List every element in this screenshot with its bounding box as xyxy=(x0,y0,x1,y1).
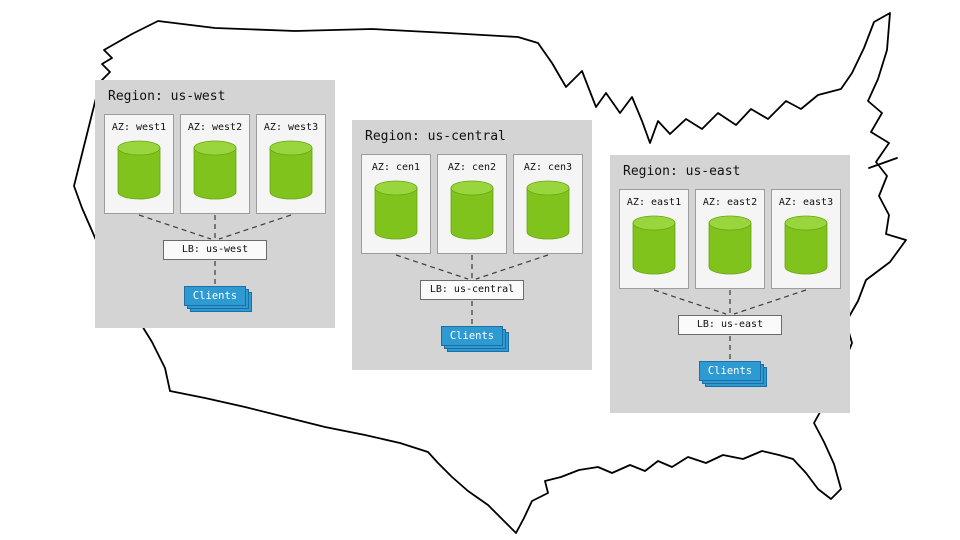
region-title: Region: us-west xyxy=(108,89,226,104)
az-label: AZ: west3 xyxy=(263,122,319,133)
database-cylinder-icon xyxy=(117,140,161,200)
clients-stack: Clients xyxy=(184,286,252,312)
az-box: AZ: cen3 xyxy=(513,154,583,254)
database-cylinder-icon xyxy=(450,180,494,240)
clients-box: Clients xyxy=(441,326,503,346)
load-balancer-box: LB: us-central xyxy=(420,280,524,300)
database-cylinder-icon xyxy=(269,140,313,200)
database-cylinder-icon xyxy=(784,215,828,275)
az-label: AZ: east1 xyxy=(626,197,682,208)
region-box-us-central: Region: us-central AZ: cen1 AZ: cen2 AZ:… xyxy=(352,120,592,370)
az-row: AZ: cen1 AZ: cen2 AZ: cen3 xyxy=(352,154,592,254)
az-box: AZ: cen2 xyxy=(437,154,507,254)
lb-connector-lines xyxy=(138,214,292,240)
region-box-us-west: Region: us-west AZ: west1 AZ: west2 AZ: … xyxy=(95,80,335,328)
az-box: AZ: west2 xyxy=(180,114,250,214)
database-cylinder-icon xyxy=(526,180,570,240)
az-box: AZ: east1 xyxy=(619,189,689,289)
az-box: AZ: west3 xyxy=(256,114,326,214)
az-row: AZ: east1 AZ: east2 AZ: east3 xyxy=(610,189,850,289)
clients-stack: Clients xyxy=(441,326,509,352)
clients-stack: Clients xyxy=(699,361,767,387)
az-label: AZ: west2 xyxy=(187,122,243,133)
az-label: AZ: cen2 xyxy=(447,162,497,173)
database-cylinder-icon xyxy=(632,215,676,275)
database-cylinder-icon xyxy=(374,180,418,240)
long-island-stroke xyxy=(868,157,898,169)
az-row: AZ: west1 AZ: west2 AZ: west3 xyxy=(95,114,335,214)
clients-box: Clients xyxy=(184,286,246,306)
az-box: AZ: cen1 xyxy=(361,154,431,254)
database-cylinder-icon xyxy=(193,140,237,200)
az-label: AZ: east3 xyxy=(778,197,834,208)
lb-connector-lines xyxy=(653,289,807,315)
clients-connector-line xyxy=(729,336,731,360)
region-box-us-east: Region: us-east AZ: east1 AZ: east2 AZ: … xyxy=(610,155,850,413)
clients-connector-line xyxy=(471,301,473,325)
az-label: AZ: west1 xyxy=(111,122,167,133)
az-box: AZ: east2 xyxy=(695,189,765,289)
region-title: Region: us-central xyxy=(365,129,506,144)
load-balancer-box: LB: us-west xyxy=(163,240,267,260)
lb-connector-lines xyxy=(395,254,549,280)
az-box: AZ: west1 xyxy=(104,114,174,214)
az-box: AZ: east3 xyxy=(771,189,841,289)
az-label: AZ: cen3 xyxy=(523,162,573,173)
az-label: AZ: cen1 xyxy=(371,162,421,173)
clients-box: Clients xyxy=(699,361,761,381)
az-label: AZ: east2 xyxy=(702,197,758,208)
load-balancer-box: LB: us-east xyxy=(678,315,782,335)
clients-connector-line xyxy=(214,261,216,285)
region-title: Region: us-east xyxy=(623,164,741,179)
database-cylinder-icon xyxy=(708,215,752,275)
